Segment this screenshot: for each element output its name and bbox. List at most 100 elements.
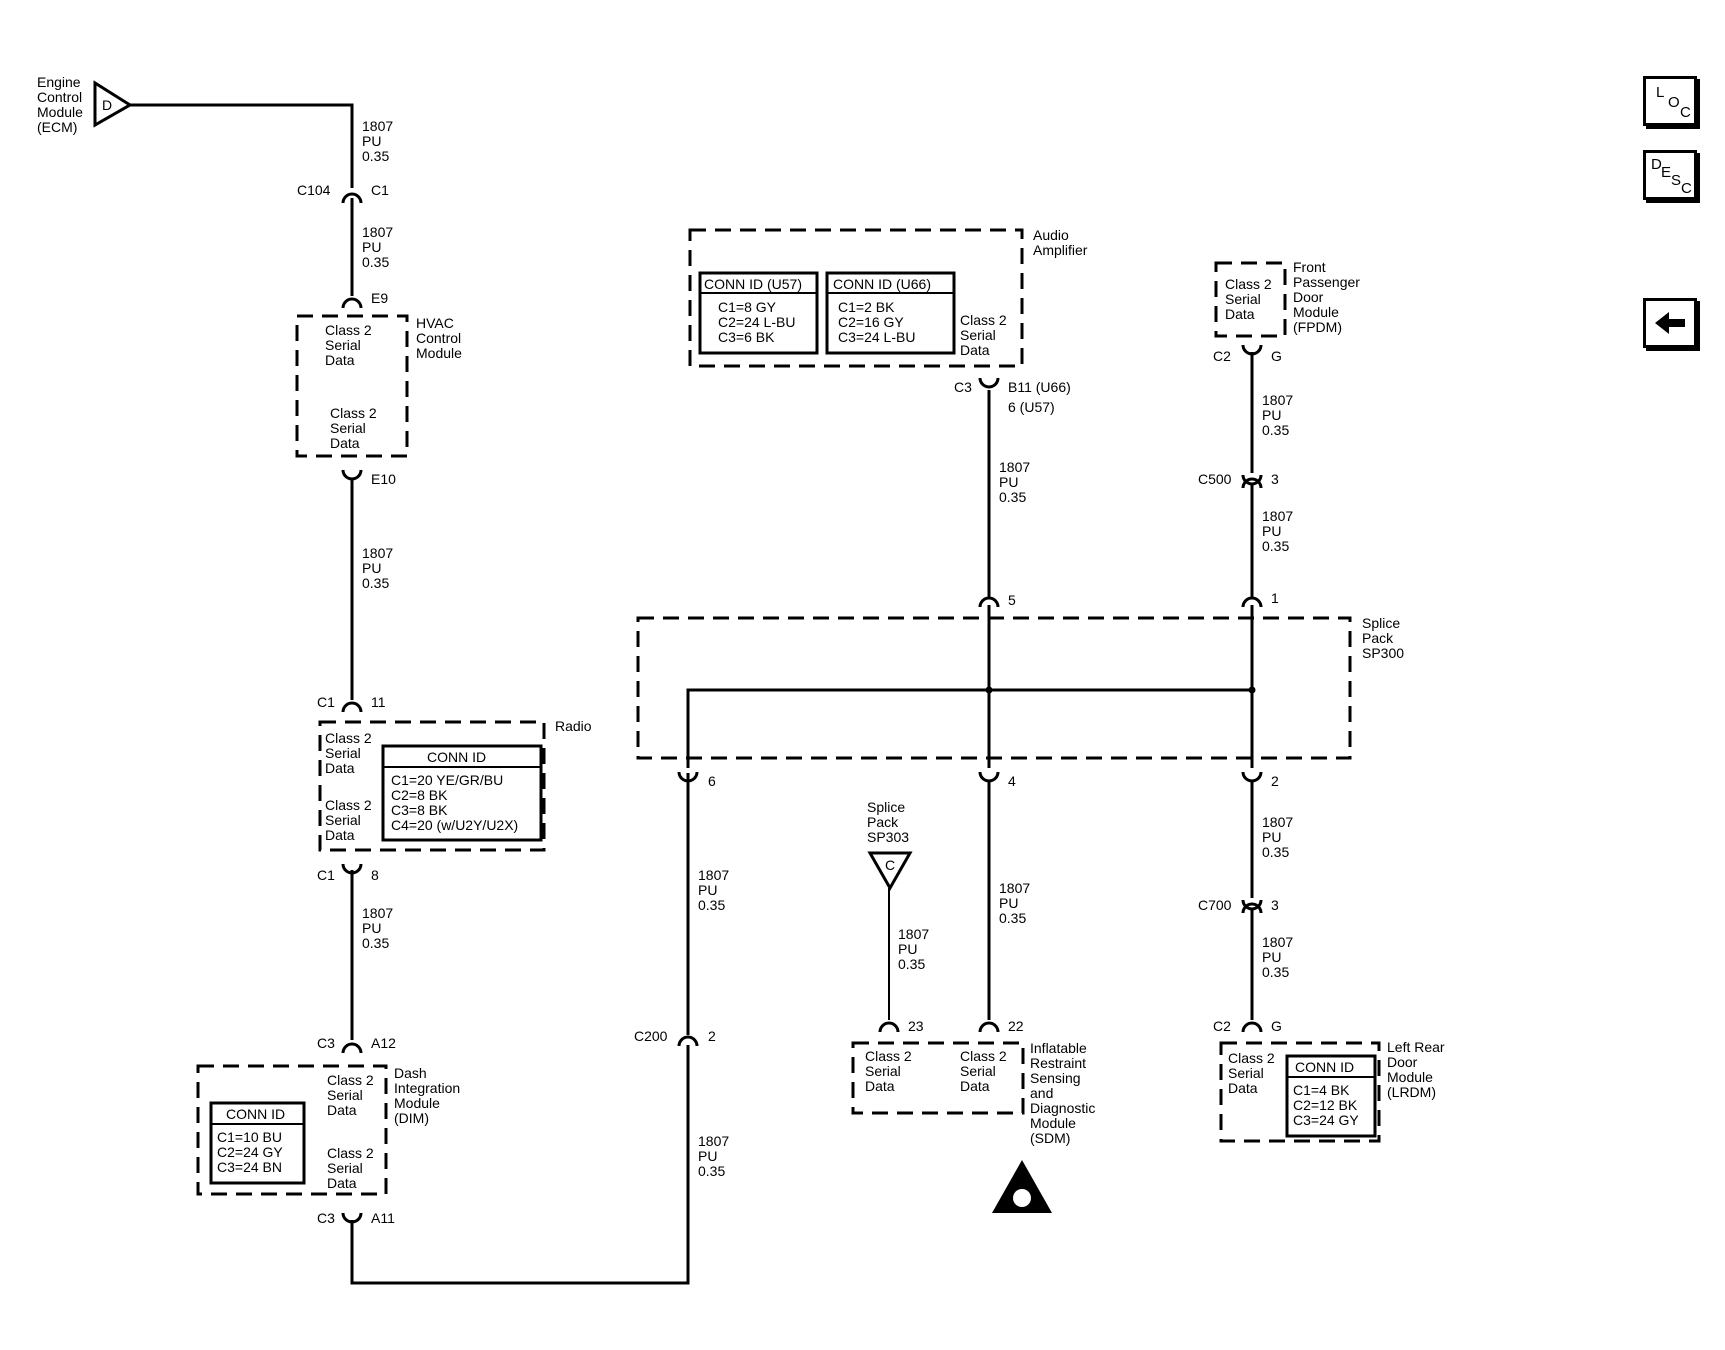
lrdm-conn-id-title: CONN ID <box>1295 1059 1354 1075</box>
loc-letter: C <box>1680 104 1691 121</box>
connector-e10 <box>341 469 363 481</box>
desc-letter: E <box>1661 164 1672 181</box>
hvac-module-box <box>295 314 409 458</box>
fpdm-module-box <box>1214 261 1287 338</box>
ecm-terminal-triangle <box>93 80 133 128</box>
connector-fpdm-c2 <box>1241 344 1263 356</box>
radio-conn-id-title: CONN ID <box>427 749 486 765</box>
u57-conn-id-box <box>698 271 819 355</box>
sp303-terminal-letter: C <box>885 857 895 873</box>
connector-label: 2 <box>1271 773 1279 789</box>
connector-label: C700 <box>1198 897 1232 913</box>
desc-button[interactable]: D E S C <box>1643 150 1697 200</box>
connector-label: A12 <box>371 1035 396 1051</box>
sdm-module-box <box>851 1041 1025 1115</box>
connector-label: 23 <box>908 1018 924 1034</box>
connector-sp300-2 <box>1241 771 1263 783</box>
splice-junction-dot <box>1248 686 1256 694</box>
amp-module-box <box>688 228 1024 368</box>
connector-label: A11 <box>371 1210 395 1226</box>
connector-label: 8 <box>371 867 379 883</box>
connector-label: 11 <box>371 694 386 710</box>
ecm-terminal-letter: D <box>102 97 112 113</box>
u66-conn-id-title: CONN ID (U66) <box>833 276 931 292</box>
connector-label: 6 (U57) <box>1008 399 1055 415</box>
connector-label: C1 <box>317 694 335 710</box>
module-outlines <box>93 80 1381 1213</box>
connector-label: 22 <box>1008 1018 1024 1034</box>
loc-letter: L <box>1656 84 1665 101</box>
dim-module-box <box>196 1064 388 1196</box>
connector-e9 <box>341 297 363 309</box>
connector-label: C104 <box>297 182 331 198</box>
connector-label: C3 <box>954 379 972 395</box>
wire-sp300-bus <box>686 688 1252 768</box>
connector-label: C2 <box>1213 348 1231 364</box>
loc-letter: O <box>1668 94 1680 111</box>
connector-label: 3 <box>1271 897 1279 913</box>
connector-c500-lower <box>1241 474 1263 486</box>
connector-label: 6 <box>708 773 716 789</box>
connector-c104 <box>341 192 363 204</box>
connector-label: G <box>1271 348 1282 364</box>
connector-c700 <box>1241 902 1263 914</box>
connector-label: B11 (U66) <box>1008 379 1071 395</box>
connector-label: C500 <box>1198 471 1232 487</box>
connector-a12 <box>341 1042 363 1054</box>
connector-label: 3 <box>1271 471 1279 487</box>
loc-button[interactable]: L O C <box>1643 76 1697 126</box>
radio-conn-id-box <box>381 744 543 842</box>
sp303-terminal-triangle <box>867 851 913 892</box>
wires <box>130 103 1256 1285</box>
splice-junction-dot <box>985 686 993 694</box>
connector-sp300-4 <box>978 771 1000 783</box>
connector-label: E9 <box>371 290 388 306</box>
desc-letter: S <box>1671 172 1682 189</box>
connector-label: C1 <box>317 867 335 883</box>
connector-label: C3 <box>317 1035 335 1051</box>
connector-23 <box>878 1021 900 1033</box>
u57-conn-id-title: CONN ID (U57) <box>704 276 802 292</box>
connector-label: 1 <box>1271 590 1279 606</box>
airbag-warning-icon <box>992 1160 1052 1213</box>
back-arrow-icon <box>1655 312 1685 334</box>
wire-dim-to-c200 <box>350 1045 690 1285</box>
connector-a11 <box>341 1212 363 1224</box>
connector-22 <box>978 1021 1000 1033</box>
desc-letter: C <box>1681 180 1692 197</box>
connector-label: E10 <box>371 471 396 487</box>
back-button[interactable] <box>1643 298 1697 348</box>
lrdm-module-box <box>1219 1041 1381 1143</box>
connector-label: C1 <box>371 182 389 198</box>
radio-label: Radio <box>555 718 592 734</box>
connector-lrdm-g <box>1241 1021 1263 1033</box>
connector-c1-8 <box>341 863 363 875</box>
wire-ecm-to-c104 <box>130 103 354 188</box>
